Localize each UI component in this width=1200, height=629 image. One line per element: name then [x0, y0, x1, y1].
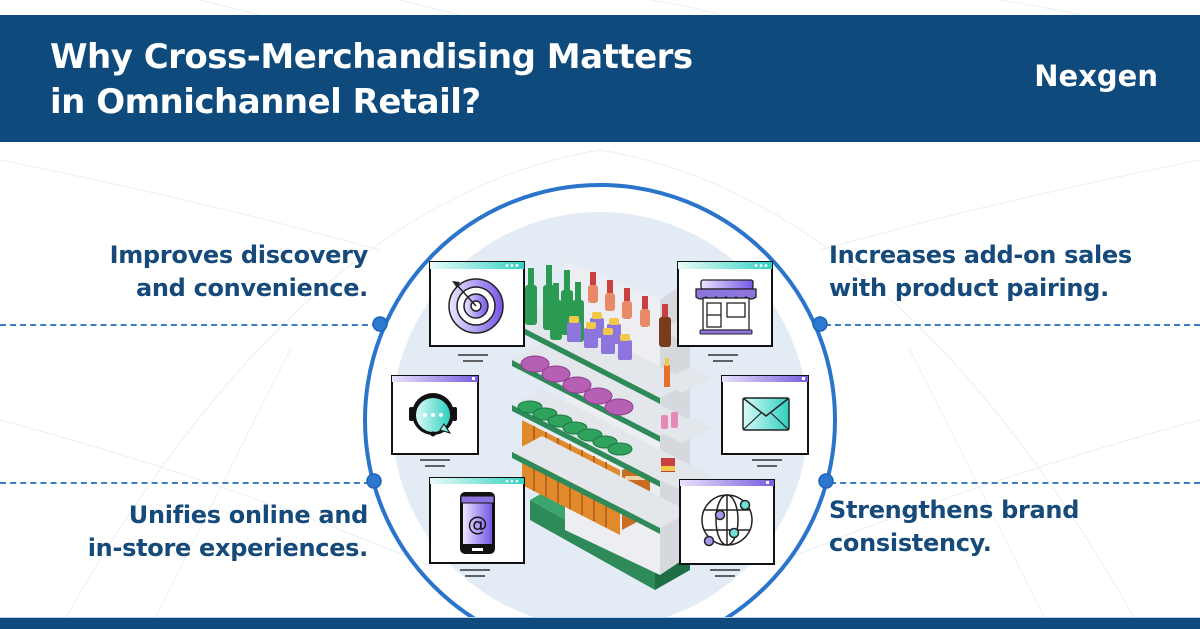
mobile-store-icon: @ — [460, 492, 495, 554]
connector-line-discovery — [0, 324, 378, 326]
ring-dot-2 — [366, 473, 382, 489]
window-email — [721, 375, 809, 467]
connector-line-unifies — [0, 482, 370, 484]
title-line-2: in Omnichannel Retail? — [50, 82, 481, 122]
window-support — [391, 375, 479, 467]
benefit-brand: Strengthens brand consistency. — [829, 494, 1079, 560]
ring-dot-3 — [812, 316, 828, 332]
ring-dot-4 — [818, 473, 834, 489]
globe-network-icon — [701, 494, 753, 547]
target-icon — [448, 278, 504, 334]
benefit-unifies-line1: Unifies online and — [128, 501, 369, 529]
benefit-discovery-line1: Improves discovery — [109, 241, 369, 269]
svg-text:@: @ — [468, 512, 488, 536]
benefit-addon: Increases add-on sales with product pair… — [829, 239, 1132, 305]
benefit-addon-line1: Increases add-on sales — [829, 241, 1132, 269]
ring-dot-1 — [372, 316, 388, 332]
connector-line-brand — [830, 482, 1200, 484]
benefit-brand-line1: Strengthens brand — [829, 496, 1080, 524]
header-banner: Why Cross-Merchandising Matters in Omnic… — [0, 15, 1200, 142]
footer-bar — [0, 617, 1200, 629]
benefit-unifies: Unifies online and in-store experiences. — [87, 499, 369, 565]
window-storefront — [677, 261, 773, 362]
outer-ring — [363, 183, 837, 617]
benefit-discovery-line2: and convenience. — [135, 274, 368, 302]
email-icon — [742, 397, 790, 431]
brand-logo: Nexgen — [1034, 59, 1158, 93]
benefit-unifies-line2: in-store experiences. — [87, 534, 369, 562]
storefront-icon — [695, 279, 757, 335]
window-target — [429, 261, 525, 362]
window-globe — [679, 479, 775, 577]
support-chat-icon — [409, 393, 457, 437]
window-mobile: @ — [429, 477, 525, 577]
connector-line-addon — [825, 324, 1200, 326]
benefit-addon-line2: with product pairing. — [829, 274, 1109, 302]
page-title: Why Cross-Merchandising Matters in Omnic… — [50, 35, 693, 125]
benefit-brand-line2: consistency. — [829, 529, 992, 557]
store-shelf-icon — [512, 260, 712, 590]
title-line-1: Why Cross-Merchandising Matters — [50, 37, 693, 77]
benefit-discovery: Improves discovery and convenience. — [109, 239, 369, 305]
